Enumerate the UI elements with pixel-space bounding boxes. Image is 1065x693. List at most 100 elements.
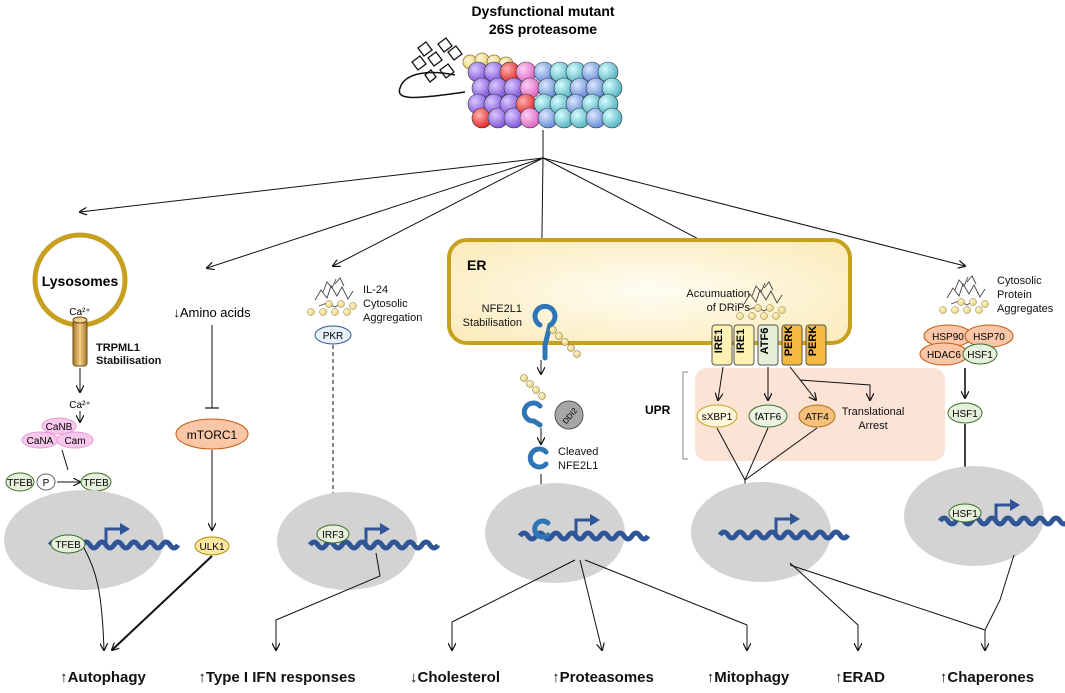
aggregate-bead	[736, 312, 744, 320]
aggregate-bead	[331, 308, 339, 316]
title-line-1: Dysfunctional mutant	[471, 3, 614, 19]
branch-lines	[80, 130, 965, 306]
fatf6	[748, 404, 788, 428]
calcium-mid-label: Ca²⁺	[69, 400, 90, 411]
il24-label-1: IL-24	[363, 284, 388, 296]
nfe2l1-bead	[555, 332, 563, 340]
hsp70-label: HSP70	[973, 332, 1005, 343]
er-label: ER	[467, 257, 486, 273]
irf3-label: IRF3	[322, 530, 344, 541]
aggregate-bead	[748, 312, 756, 320]
hsf1-complex	[962, 343, 998, 365]
pkr-label: PKR	[323, 331, 344, 342]
hsf1-nuclear	[948, 503, 982, 523]
il24-label-2: Cytosolic	[363, 298, 408, 310]
outcomes-row: ↑Autophagy ↑Type I IFN responses ↓Choleste…	[60, 669, 1034, 686]
outcome-label: ↑Autophagy	[60, 669, 146, 686]
hsf1-complex-label: HSF1	[967, 350, 993, 361]
tfeb-phospho	[5, 472, 35, 492]
aggregates-label-2: Protein	[997, 289, 1032, 301]
ulk1-label: ULK1	[199, 542, 224, 553]
tfeb-free-label: TFEB	[83, 478, 109, 489]
outcome-label: ↓Cholesterol	[410, 669, 500, 686]
outcome-label: ↑Proteasomes	[552, 669, 654, 686]
nfe2l1-label-1: NFE2L1	[482, 303, 522, 315]
er-compartment: ER NFE2L1 Stabilisation Accumuation of D…	[447, 238, 852, 361]
aggregates-label-3: Aggregates	[997, 303, 1054, 315]
phosphate	[36, 473, 56, 491]
outcome-label: ↑Chaperones	[940, 669, 1034, 686]
aggregate-bead	[975, 306, 983, 314]
aggregate-bead	[760, 312, 768, 320]
sensor-perk	[781, 324, 803, 366]
mtorc1	[175, 418, 249, 450]
trpml1-label-1: TRPML1	[96, 342, 140, 354]
hsf1-nuclear-label: HSF1	[952, 509, 978, 520]
tss-arrow-stem	[774, 517, 792, 535]
autophagy-branch: Lysosomes Ca²⁺ TRPML1 Stabilisation Ca²⁺…	[5, 232, 162, 520]
trpml1-label-2: Stabilisation	[96, 355, 162, 367]
canb-protein	[41, 417, 77, 435]
nfe2l1-bead	[538, 392, 546, 400]
aggregate-bead	[349, 302, 357, 310]
tss-arrow-head	[590, 514, 600, 526]
arrow-perk-arrest	[799, 379, 870, 400]
nfe2l1-bead	[573, 350, 581, 358]
aggregate-bead	[772, 312, 780, 320]
aggregate-chain	[314, 277, 354, 308]
arrow-cn-to-tfeb	[61, 449, 69, 471]
tss-arrow-stem	[364, 527, 382, 545]
tss-arrow-head	[380, 523, 390, 535]
nfe2l1-bead	[520, 374, 528, 382]
nfe2l1-bead	[549, 326, 557, 334]
aggregate-bead	[969, 298, 977, 306]
mtorc1-label: mTORC1	[187, 428, 238, 442]
aggregate-bead	[963, 306, 971, 314]
hsp90-label: HSP90	[932, 332, 964, 343]
irf3	[316, 524, 350, 544]
dna-strand	[517, 530, 651, 542]
ulk1	[194, 536, 230, 556]
upr-label: UPR	[645, 403, 671, 417]
arrow-perk-atf4	[789, 366, 816, 400]
outcome-label: ↑Mitophagy	[707, 669, 790, 686]
pkr	[314, 325, 352, 345]
phosphate-label: P	[43, 478, 50, 489]
nfe2l1-tail-beads	[549, 326, 581, 358]
fatf6-label: fATF6	[755, 412, 782, 423]
amino-acid-branch: ↓Amino acids mTORC1 ULK1	[112, 305, 251, 650]
nfe2l1-nuclear	[532, 518, 551, 540]
sensor-atf6	[757, 324, 779, 366]
aggregate-bead	[778, 306, 786, 314]
aggregate-bead	[766, 304, 774, 312]
sxbp1-label: sXBP1	[702, 412, 733, 423]
outcome-label: ↑Type I IFN responses	[198, 669, 355, 686]
canb-label: CaNB	[46, 422, 73, 433]
proteasome-subunits	[467, 61, 623, 129]
aggregate-bead	[307, 308, 315, 316]
upr-branch: UPR sXBP1 fATF6 ATF4 Translational Arres…	[645, 366, 945, 520]
cam-label: Cam	[64, 436, 85, 447]
nfe2l1-protein	[532, 303, 558, 361]
atf4-label: ATF4	[805, 412, 829, 423]
proteasome-subunit	[601, 107, 623, 129]
tfeb-nuclear	[50, 534, 86, 554]
ddi2	[554, 400, 584, 430]
title-line-2: 26S proteasome	[489, 21, 597, 37]
aggregate-bead	[951, 306, 959, 314]
sensor-label: PERK	[807, 326, 819, 357]
sensor-label: IRE1	[713, 329, 725, 353]
nfe2l1-bead	[532, 386, 540, 394]
tss-arrow-stem	[994, 503, 1012, 521]
tss-arrow-stem	[574, 518, 592, 536]
ubiquitin-chain	[411, 37, 463, 83]
cytosolic-aggregate-icon	[939, 275, 989, 314]
aggregate-bead	[981, 300, 989, 308]
cleaved-label-1: Cleaved	[558, 446, 598, 458]
il24-aggregate-icon	[307, 277, 357, 316]
aggregate-chain	[743, 281, 783, 312]
nfe2l1-ubiquitin-beads	[520, 374, 546, 400]
arrow-ire1	[718, 366, 724, 400]
atf4	[798, 404, 836, 428]
hdac6-label: HDAC6	[927, 350, 961, 361]
